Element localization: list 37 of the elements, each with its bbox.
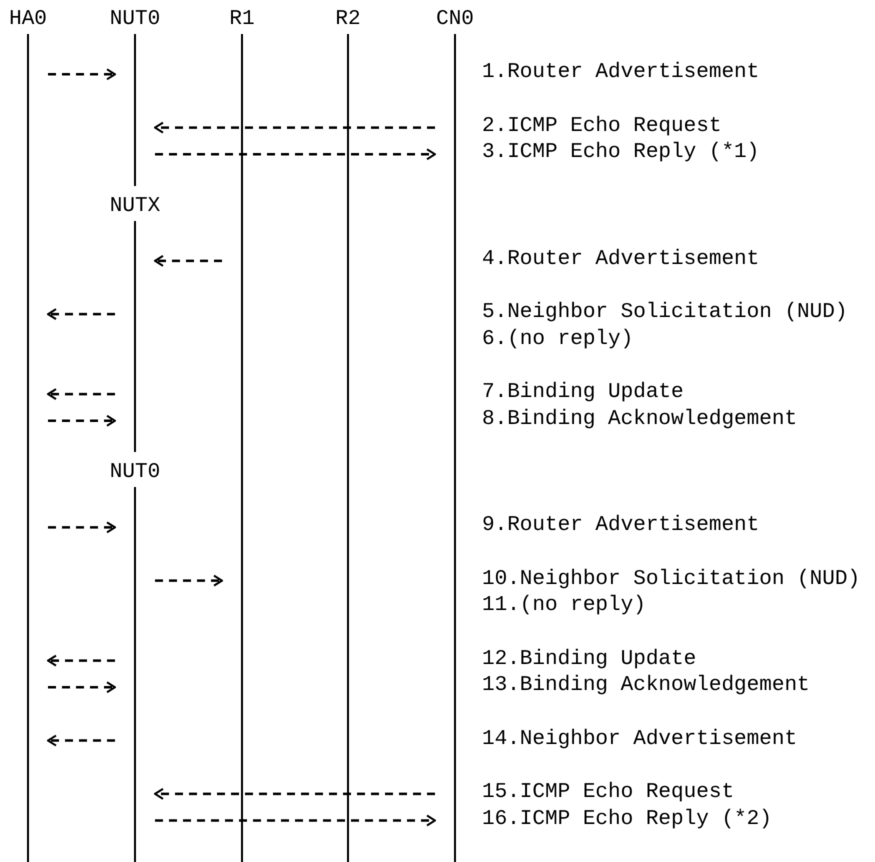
message-label: 3.ICMP Echo Reply (*1) [482,141,760,166]
message-arrow [47,308,115,320]
message-arrow [48,681,116,694]
lifeline-name: HA0 [9,8,47,32]
lifeline-name: R1 [229,8,255,32]
message-arrow [47,734,115,747]
message-label: 14.Neighbor Advertisement [482,728,798,752]
message-label: 8.Binding Acknowledgement [482,408,798,432]
message-arrow [155,574,223,587]
message-arrow [47,388,115,400]
message-label: 4.Router Advertisement [482,248,760,272]
message-label: 1.Router Advertisement [482,61,760,86]
message-label: 5.Neighbor Solicitation (NUD) [482,301,848,326]
message-arrow [48,68,116,80]
lifeline-name: NUT0 [110,8,160,32]
lifeline-name: CN0 [436,8,474,32]
message-arrow [154,788,435,800]
message-arrow [155,148,436,160]
message-label: 12.Binding Update [482,648,696,672]
lifeline-name: NUT0 [110,461,160,486]
message-label: 9.Router Advertisement [482,514,760,538]
message-arrow [154,122,435,134]
message-label: 10.Neighbor Solicitation (NUD) [482,568,860,592]
message-arrow [155,814,436,826]
lifeline-name: R2 [335,8,361,32]
message-label: 15.ICMP Echo Request [482,780,734,805]
message-label: 7.Binding Update [482,381,684,406]
lifeline-name: NUTX [110,194,160,219]
message-label: 11.(no reply) [482,594,646,618]
message-arrow [154,254,222,267]
message-label: 2.ICMP Echo Request [482,114,722,139]
message-label: 6.(no reply) [482,328,634,352]
message-label: 16.ICMP Echo Reply (*2) [482,808,772,832]
message-arrow [48,414,116,427]
message-arrow [47,654,115,667]
message-label: 13.Binding Acknowledgement [482,674,810,698]
message-arrow [48,521,116,534]
